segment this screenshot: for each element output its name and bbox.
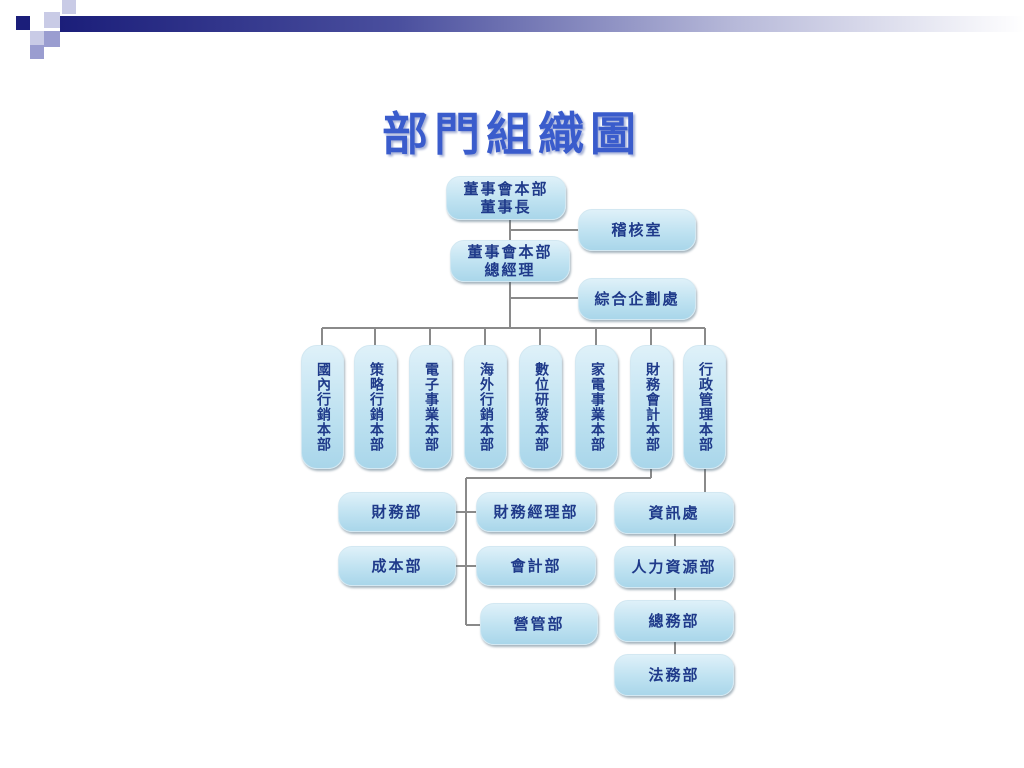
node-hr-dept: 人力資源部 — [614, 546, 734, 588]
node-finance-manager-dept: 財務經理部 — [476, 492, 596, 532]
decor-square — [44, 12, 60, 28]
node-division: 策略行銷本部 — [354, 345, 397, 469]
node-label: 董事會本部董事長 — [463, 180, 549, 216]
node-label: 董事會本部總經理 — [467, 243, 553, 279]
header-bar — [60, 16, 1024, 32]
node-division: 海外行銷本部 — [464, 345, 507, 469]
decor-square — [44, 31, 60, 47]
node-division: 數位研發本部 — [519, 345, 562, 469]
node-division: 電子事業本部 — [409, 345, 452, 469]
decor-square — [16, 16, 30, 30]
node-division: 行政管理本部 — [683, 345, 726, 469]
decor-square — [30, 31, 44, 45]
node-finance-dept: 財務部 — [338, 492, 456, 532]
node-operations-dept: 營管部 — [480, 603, 598, 645]
node-division: 財務會計本部 — [630, 345, 673, 469]
decor-square — [30, 45, 44, 59]
node-general-affairs-dept: 總務部 — [614, 600, 734, 642]
node-accounting-dept: 會計部 — [476, 546, 596, 586]
node-it-dept: 資訊處 — [614, 492, 734, 534]
node-division: 家電事業本部 — [575, 345, 618, 469]
node-chairman: 董事會本部董事長 — [446, 176, 566, 220]
node-division: 國內行銷本部 — [301, 345, 344, 469]
decor-square — [62, 0, 76, 14]
node-cost-dept: 成本部 — [338, 546, 456, 586]
node-legal-dept: 法務部 — [614, 654, 734, 696]
node-planning: 綜合企劃處 — [578, 278, 696, 320]
page-title: 部門組織圖 — [382, 107, 642, 161]
node-general-manager: 董事會本部總經理 — [450, 240, 570, 282]
node-audit: 稽核室 — [578, 209, 696, 251]
